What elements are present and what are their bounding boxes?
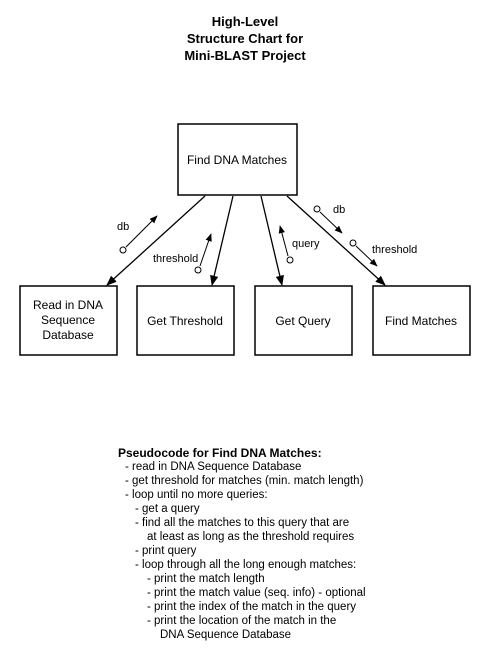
pseudocode-line: - loop through all the long enough match… bbox=[135, 559, 357, 571]
pseudocode-line: at least as long as the threshold requir… bbox=[147, 531, 355, 543]
pseudocode-title: Pseudocode for Find DNA Matches: bbox=[118, 446, 322, 460]
node-get-threshold bbox=[136, 285, 235, 356]
node-find-matches bbox=[372, 285, 471, 356]
title-line: Structure Chart for bbox=[186, 31, 304, 46]
chart-title: High-Level Structure Chart for Mini-BLAS… bbox=[0, 13, 490, 64]
flow-label-db: db bbox=[117, 221, 129, 233]
node-label: Get Query bbox=[275, 314, 330, 328]
pseudocode-line: - find all the matches to this query tha… bbox=[135, 517, 350, 529]
flow-label-threshold: threshold bbox=[153, 253, 198, 265]
connector-read-db bbox=[106, 195, 206, 286]
pseudocode-line: - print the location of the match in the bbox=[147, 615, 337, 627]
node-find-dna-matches bbox=[177, 123, 298, 196]
node-label: Get Threshold bbox=[147, 314, 223, 328]
pseudocode-line: - loop until no more queries: bbox=[125, 489, 268, 501]
title-line: High-Level bbox=[211, 14, 279, 29]
connector-find-matches bbox=[286, 195, 386, 286]
flow-label-db: db bbox=[333, 204, 345, 216]
pseudocode-line: - read in DNA Sequence Database bbox=[125, 461, 302, 473]
pseudocode-block: Pseudocode for Find DNA Matches: - read … bbox=[118, 446, 366, 642]
data-couple-threshold-left bbox=[194, 233, 212, 274]
pseudocode-line: DNA Sequence Database bbox=[160, 629, 292, 641]
node-read-dna-database bbox=[19, 285, 118, 356]
title-line: Mini-BLAST Project bbox=[184, 48, 306, 63]
node-label: Find DNA Matches bbox=[187, 153, 287, 167]
flow-label-threshold: threshold bbox=[372, 244, 417, 256]
data-couple-db-left bbox=[119, 215, 158, 254]
node-label: Find Matches bbox=[385, 314, 457, 328]
connector-get-query bbox=[260, 195, 284, 287]
pseudocode-line: - print the match length bbox=[147, 573, 265, 585]
pseudocode-line: - get threshold for matches (min. match … bbox=[125, 475, 364, 487]
data-couple-db-right bbox=[313, 205, 343, 234]
flow-label-query: query bbox=[292, 238, 320, 250]
node-get-query bbox=[254, 285, 353, 356]
pseudocode-line: - get a query bbox=[135, 503, 200, 515]
data-couple-threshold-right bbox=[349, 239, 378, 267]
pseudocode-line: - print the index of the match in the qu… bbox=[147, 601, 357, 613]
pseudocode-line: - print the match value (seq. info) - op… bbox=[147, 587, 366, 599]
data-couple-query bbox=[278, 225, 294, 264]
node-label: Database bbox=[42, 328, 94, 342]
node-label: Read in DNA bbox=[33, 298, 103, 312]
node-label: Sequence bbox=[41, 313, 95, 327]
pseudocode-line: - print query bbox=[135, 545, 197, 557]
connector-get-threshold bbox=[210, 195, 234, 287]
